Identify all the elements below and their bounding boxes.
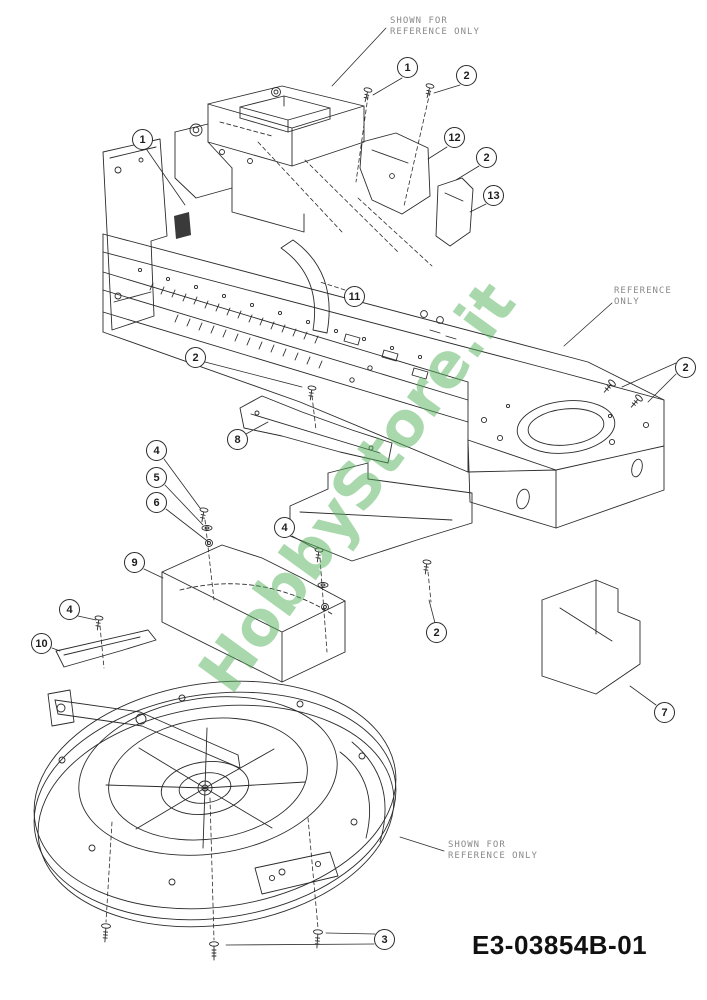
screw-icon xyxy=(603,379,616,393)
callout-label: 12 xyxy=(448,131,461,144)
plate-13 xyxy=(435,177,474,247)
strip-10 xyxy=(55,629,157,668)
part-callout: 5 xyxy=(146,467,167,488)
part-callout: 2 xyxy=(426,622,447,643)
nut-icon xyxy=(321,603,329,611)
callout-label: 6 xyxy=(153,496,160,509)
part-callout: 6 xyxy=(146,492,167,513)
hardware-fasteners xyxy=(94,83,643,961)
part-callout: 7 xyxy=(654,702,675,723)
callout-label: 10 xyxy=(35,637,48,650)
screw-icon xyxy=(94,615,104,631)
screw-icon xyxy=(422,559,432,575)
callout-label: 1 xyxy=(404,61,411,74)
screw-icon xyxy=(307,385,317,401)
plate-7 xyxy=(541,579,641,695)
part-callout: 1 xyxy=(132,129,153,150)
callout-label: 2 xyxy=(433,626,440,639)
drawing-number: E3-03854B-01 xyxy=(472,930,648,960)
bolt-icon xyxy=(101,923,111,943)
part-callout: 8 xyxy=(227,429,248,450)
reference-note-line: SHOWN FOR xyxy=(448,840,506,850)
washer-icon xyxy=(201,525,213,531)
callout-label: 4 xyxy=(66,603,73,616)
part-callout: 13 xyxy=(483,185,504,206)
plate-9 xyxy=(161,544,346,683)
reference-note-line: SHOWN FOR xyxy=(390,16,448,26)
callout-label: 2 xyxy=(483,151,490,164)
reference-note-line: ONLY xyxy=(614,297,640,307)
callout-label: 2 xyxy=(463,69,470,82)
part-callout: 10 xyxy=(31,633,52,654)
reference-note-top: SHOWN FOR REFERENCE ONLY xyxy=(390,16,480,38)
reference-note-line: REFERENCE ONLY xyxy=(390,27,480,37)
callout-label: 5 xyxy=(153,471,160,484)
callout-label: 7 xyxy=(661,706,668,719)
callout-label: 3 xyxy=(381,933,388,946)
callout-label: 11 xyxy=(348,290,361,303)
callout-label: 13 xyxy=(487,189,500,202)
part-callout: 12 xyxy=(444,127,465,148)
callout-label: 4 xyxy=(153,444,160,457)
plate-12 xyxy=(359,132,431,215)
callout-label: 2 xyxy=(682,361,689,374)
reference-note-right: REFERENCE ONLY xyxy=(614,286,672,308)
battery-box xyxy=(174,85,365,233)
callout-label: 4 xyxy=(281,521,288,534)
plate-11 xyxy=(280,239,330,334)
part-callout: 2 xyxy=(675,357,696,378)
callout-label: 9 xyxy=(131,556,138,569)
screw-icon xyxy=(199,507,209,523)
screw-icon xyxy=(314,547,324,563)
part-callout: 11 xyxy=(344,286,365,307)
alignment-lines xyxy=(99,91,433,941)
left-side-panel xyxy=(102,138,191,331)
screw-icon xyxy=(425,83,435,99)
bolt-icon xyxy=(313,929,323,949)
part-callout: 2 xyxy=(476,147,497,168)
callout-label: 1 xyxy=(139,133,146,146)
washer-icon xyxy=(317,582,329,588)
part-callout: 9 xyxy=(124,552,145,573)
part-callout: 4 xyxy=(146,440,167,461)
part-callout: 4 xyxy=(274,517,295,538)
reference-note-line: REFERENCE ONLY xyxy=(448,851,538,861)
reference-note-line: REFERENCE xyxy=(614,286,672,296)
bolt-icon xyxy=(209,941,219,961)
screw-icon xyxy=(363,87,373,103)
deck-assembly xyxy=(33,680,397,928)
part-callout: 4 xyxy=(59,599,80,620)
leader-lines xyxy=(51,27,677,946)
part-callout: 3 xyxy=(374,929,395,950)
center-bracket xyxy=(289,462,473,562)
callout-label: 2 xyxy=(192,351,199,364)
part-callout: 2 xyxy=(185,347,206,368)
screw-icon xyxy=(630,394,643,408)
bracket-8 xyxy=(239,395,393,464)
part-callout: 2 xyxy=(456,65,477,86)
nut-icon xyxy=(205,539,213,547)
reference-note-bottom: SHOWN FOR REFERENCE ONLY xyxy=(448,840,538,862)
callout-label: 8 xyxy=(234,433,241,446)
part-callout: 1 xyxy=(397,57,418,78)
frame-assembly xyxy=(102,233,665,529)
